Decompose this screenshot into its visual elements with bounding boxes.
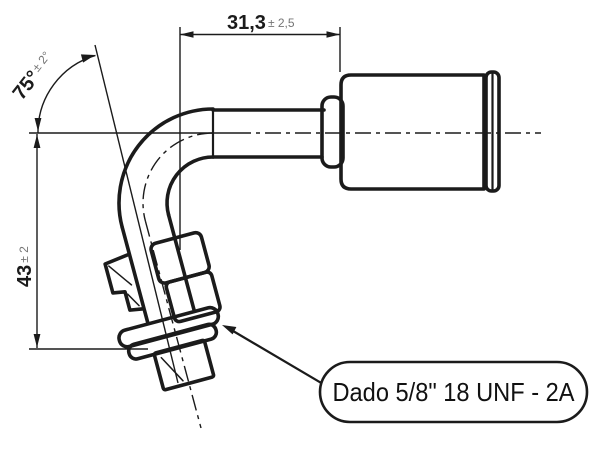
bend-centerline-arc — [142, 132, 214, 222]
stud-chamfer-line — [160, 356, 184, 382]
bend-inner-arc — [165, 155, 215, 217]
length-tolerance: ± 2,5 — [268, 16, 295, 30]
bend-outer-arc — [117, 107, 215, 230]
nut-tube-right-edge — [166, 213, 196, 312]
hex-facet-lower — [164, 270, 222, 324]
callout-label: Dado 5/8" 18 UNF - 2A — [333, 377, 576, 407]
length-arrow-left — [180, 31, 194, 38]
nut-tube-left-edge — [120, 225, 150, 324]
callout: Dado 5/8" 18 UNF - 2A — [222, 325, 589, 424]
ferrule-bead — [320, 95, 345, 169]
length-value: 31,3 — [227, 12, 266, 34]
height-value: 43 — [14, 265, 36, 287]
thread-stud — [152, 338, 216, 392]
height-dimension-text: 43± 2 — [14, 246, 36, 287]
crimp-ferrule — [320, 70, 501, 193]
callout-bubble — [318, 360, 589, 424]
tube-elbow — [117, 107, 326, 230]
angle-arrow-top — [80, 54, 95, 63]
hex-far-corner-bracket — [103, 253, 144, 312]
height-arrow-top — [33, 134, 41, 148]
nut-axis-centerline — [144, 220, 202, 429]
bracket-chamfer-line-2 — [126, 293, 140, 307]
dimension-height: 43± 2 — [14, 134, 148, 350]
callout-leader-line — [226, 326, 325, 386]
angle-tolerance: ± 2° — [29, 49, 53, 75]
centerlines — [29, 132, 541, 429]
height-tolerance: ± 2 — [17, 246, 31, 263]
angle-dimension-arc — [37, 54, 96, 134]
nut-assembly — [103, 213, 222, 392]
callout-leader-arrow — [222, 325, 237, 335]
ferrule-shell — [339, 73, 486, 191]
dimension-length: 31,3± 2,5 — [179, 12, 341, 250]
bracket-chamfer-line — [108, 265, 133, 286]
length-dimension-text: 31,3± 2,5 — [227, 12, 295, 34]
dimension-angle: 75°± 2° — [9, 44, 179, 384]
angle-dimension-text: 75°± 2° — [9, 48, 59, 104]
angle-arrow-bottom — [34, 118, 42, 132]
angle-extension-line — [94, 44, 179, 384]
height-arrow-bottom — [33, 334, 41, 348]
length-arrow-right — [326, 31, 340, 38]
